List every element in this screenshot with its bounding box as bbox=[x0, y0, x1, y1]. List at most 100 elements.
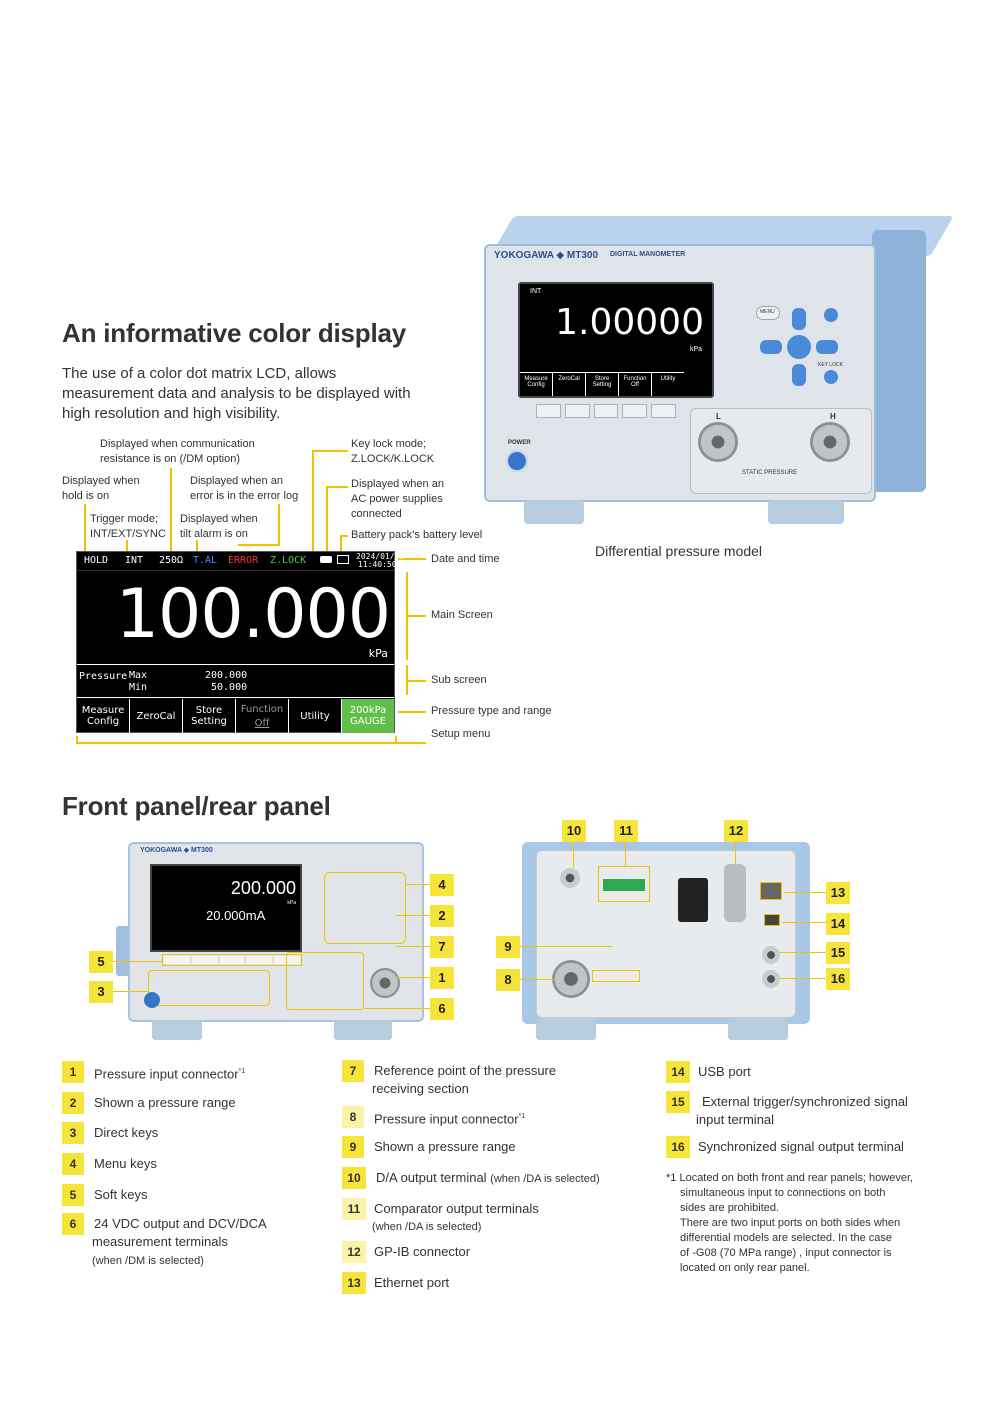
callout-text: tilt alarm is on bbox=[180, 528, 248, 540]
status-error: ERROR bbox=[228, 555, 259, 566]
legend-item-14: 14 USB port bbox=[666, 1061, 946, 1083]
callout-text: Displayed when bbox=[180, 513, 258, 525]
device-connector-l bbox=[698, 422, 738, 462]
front-screen-value: 200.000 bbox=[230, 878, 296, 898]
line-battery-h bbox=[340, 535, 348, 537]
device-menu-4: Utility bbox=[660, 376, 676, 382]
device-keylock-key[interactable] bbox=[824, 370, 838, 384]
callout-text: INT/EXT/SYNC bbox=[90, 528, 166, 540]
front-tag-1: 1 bbox=[430, 967, 454, 989]
rear-tag-10: 10 bbox=[562, 820, 586, 842]
lcd-display: HOLD INT 250Ω T.AL ERROR Z.LOCK 2024/01/… bbox=[76, 551, 404, 733]
legend-item-1: 1 Pressure input connector*1 bbox=[62, 1061, 322, 1083]
line-battery-v bbox=[340, 535, 342, 551]
device-up-key[interactable] bbox=[792, 308, 806, 330]
footnote-line: simultaneous input to connections on bot… bbox=[680, 1187, 886, 1199]
sub-min-value: 50.000 bbox=[211, 682, 248, 693]
lcd-main-screen: 100.000 kPa bbox=[77, 570, 394, 665]
device-menu-1: ZeroCal bbox=[553, 373, 586, 396]
display-title: An informative color display bbox=[62, 318, 407, 348]
line-date bbox=[398, 558, 426, 560]
legend-text: Reference point of the pressure bbox=[374, 1063, 557, 1078]
device-power-button[interactable] bbox=[506, 450, 528, 472]
menu-line: Config bbox=[86, 716, 120, 727]
legend-text: Ethernet port bbox=[374, 1275, 450, 1290]
device-screen-unit: kPa bbox=[689, 346, 702, 353]
callout-hold: Displayed when hold is on bbox=[62, 474, 140, 504]
front-menu-keys bbox=[324, 872, 406, 944]
menu-zerocal[interactable]: ZeroCal bbox=[130, 699, 183, 733]
front-line-3 bbox=[113, 991, 148, 992]
legend-item-6: 6 24 VDC output and DCV/DCA measurement … bbox=[62, 1213, 322, 1273]
rear-tag-16: 16 bbox=[826, 968, 850, 990]
rear-line-16 bbox=[780, 978, 826, 979]
legend-item-9: 9 Shown a pressure range bbox=[342, 1136, 642, 1158]
device-right-key[interactable] bbox=[816, 340, 838, 354]
device-enter-key[interactable] bbox=[787, 335, 811, 359]
device-menu-key[interactable] bbox=[756, 306, 780, 320]
sub-label: Pressure bbox=[79, 671, 128, 682]
rear-panel-photo bbox=[522, 842, 810, 1042]
front-soft-keys bbox=[162, 954, 302, 966]
legend-text: Pressure input connector*1 bbox=[374, 1108, 525, 1128]
legend-item-8: 8 Pressure input connector*1 bbox=[342, 1106, 642, 1128]
callout-text: Displayed when bbox=[62, 475, 140, 487]
menu-utility[interactable]: Utility bbox=[289, 699, 342, 733]
footnote: *1 Located on both front and rear panels… bbox=[666, 1171, 946, 1276]
rear-line-14 bbox=[782, 922, 826, 923]
device-screen-menu: Measure Config ZeroCal Store Setting Fun… bbox=[520, 372, 684, 396]
line-ac-h bbox=[326, 486, 348, 488]
legend-item-16: 16 Synchronized signal output terminal bbox=[666, 1136, 946, 1158]
legend-num: 10 bbox=[342, 1167, 366, 1189]
legend-text: Pressure input connector*1 bbox=[94, 1063, 245, 1083]
footnote-line: sides are prohibited. bbox=[680, 1202, 780, 1214]
rear-foot-right bbox=[728, 1018, 788, 1040]
footnote-line: of -G08 (70 MPa range) , input connector… bbox=[680, 1247, 892, 1259]
device-left-key[interactable] bbox=[760, 340, 782, 354]
legend-item-7: 7 Reference point of the pressure receiv… bbox=[342, 1060, 642, 1100]
callout-text: resistance is on (/DM option) bbox=[100, 453, 240, 465]
callout-ac-power: Displayed when an AC power supplies conn… bbox=[351, 477, 444, 522]
line-comm bbox=[170, 468, 172, 551]
line-pressure-type bbox=[398, 711, 426, 713]
legend-item-5: 5 Soft keys bbox=[62, 1184, 322, 1206]
line-hold bbox=[84, 504, 86, 551]
legend-text-main: Pressure input connector bbox=[94, 1066, 239, 1082]
callout-tilt: Displayed when tilt alarm is on bbox=[180, 512, 258, 542]
legend-text: Soft keys bbox=[94, 1187, 148, 1202]
sub-max-value: 200.000 bbox=[205, 670, 248, 681]
front-line-7 bbox=[396, 946, 430, 947]
legend-sup: *1 bbox=[238, 1068, 246, 1075]
legend-item-13: 13 Ethernet port bbox=[342, 1272, 642, 1294]
rear-line-12 bbox=[735, 842, 736, 864]
front-power-button[interactable] bbox=[144, 992, 160, 1008]
front-panel-photo: YOKOGAWA ◆ MT300 200.000 kPa 20.000mA bbox=[116, 842, 424, 1042]
device-menu-key-label: MENU bbox=[760, 309, 775, 315]
callout-text: Z.LOCK/K.LOCK bbox=[351, 453, 435, 465]
device-down-key[interactable] bbox=[792, 364, 806, 386]
legend-num: 15 bbox=[666, 1091, 690, 1113]
front-direct-keys bbox=[148, 970, 270, 1006]
front-line-4 bbox=[406, 884, 430, 885]
callout-text: AC power supplies bbox=[351, 493, 443, 505]
device-esc-key[interactable] bbox=[824, 308, 838, 322]
rear-tag-14: 14 bbox=[826, 913, 850, 935]
status-resistance: 250Ω bbox=[159, 555, 184, 566]
menu-line: 200kPa bbox=[349, 705, 387, 716]
legend-item-10: 10 D/A output terminal (when /DA is sele… bbox=[342, 1167, 642, 1189]
rear-tag-9: 9 bbox=[496, 936, 520, 958]
legend-num: 9 bbox=[342, 1136, 364, 1158]
rear-tag-12: 12 bbox=[724, 820, 748, 842]
rear-trigger-in bbox=[762, 946, 780, 964]
legend-text-main: D/A output terminal bbox=[376, 1170, 487, 1185]
bracket-setup-bottom bbox=[76, 742, 426, 744]
lcd-sub-screen: Pressure Max Min 200.000 50.000 bbox=[77, 666, 394, 698]
legend-text: External trigger/synchronized signal bbox=[702, 1094, 908, 1109]
callout-main-screen: Main Screen bbox=[431, 609, 493, 621]
menu-line: Function bbox=[240, 703, 284, 715]
